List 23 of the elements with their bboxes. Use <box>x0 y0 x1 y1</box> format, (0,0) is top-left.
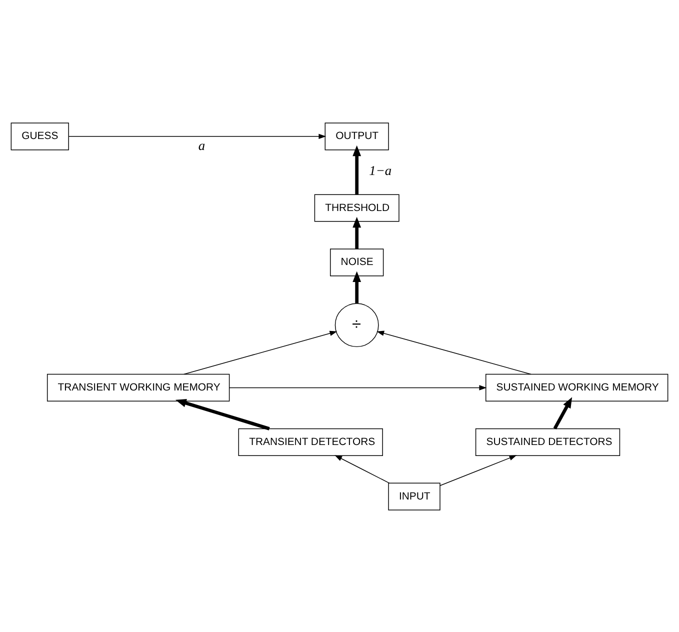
arrow <box>376 330 532 374</box>
node-box: SUSTAINED WORKING MEMORY <box>485 373 668 401</box>
arrow <box>440 454 517 486</box>
arrow <box>184 330 338 374</box>
arrow <box>352 216 362 248</box>
node-circle: ÷ <box>334 302 379 347</box>
arrow <box>352 144 362 194</box>
node-box: TRANSIENT DETECTORS <box>238 428 383 456</box>
edge-label: a <box>198 138 206 153</box>
arrow <box>228 384 487 390</box>
arrow <box>175 398 270 430</box>
node-box: SUSTAINED DETECTORS <box>475 428 620 456</box>
node-box: NOISE <box>330 248 384 276</box>
node-box: TRANSIENT WORKING MEMORY <box>46 373 230 401</box>
arrow <box>68 133 326 139</box>
arrow <box>352 270 362 303</box>
node-box: GUESS <box>10 122 69 150</box>
node-box: THRESHOLD <box>314 194 400 222</box>
node-box: OUTPUT <box>324 122 389 150</box>
edge-label: 1−a <box>369 162 392 178</box>
arrow <box>553 396 572 429</box>
node-box: INPUT <box>388 482 440 510</box>
arrow <box>334 454 390 484</box>
